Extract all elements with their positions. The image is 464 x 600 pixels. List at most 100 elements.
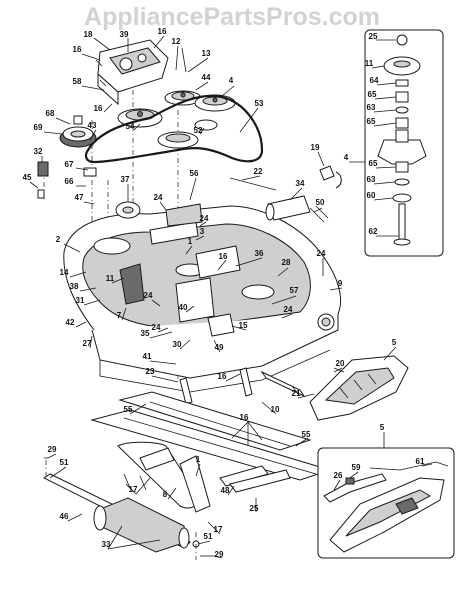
mower-deck-exploded-view [29, 29, 455, 560]
part-callout: 62 [369, 227, 378, 236]
stiffener [260, 370, 306, 398]
pto-clutch [59, 115, 97, 148]
idler-bracket [95, 39, 169, 106]
part-callout: 49 [215, 343, 224, 352]
part-callout: 16 [158, 27, 167, 36]
part-callout: 33 [102, 540, 111, 549]
part-callout: 54 [126, 122, 135, 131]
part-callout: 51 [60, 458, 69, 467]
part-callout: 30 [173, 340, 182, 349]
part-callout: 52 [194, 126, 203, 135]
pulley-center [164, 90, 202, 106]
part-callout: 8 [163, 490, 168, 499]
part-callout: 38 [70, 282, 79, 291]
part-callout: 18 [84, 30, 93, 39]
part-callout: 3 [200, 227, 205, 236]
part-callout: 4 [229, 76, 234, 85]
part-callout: 26 [334, 471, 343, 480]
part-callout: 23 [146, 367, 155, 376]
part-callout: 34 [296, 179, 305, 188]
part-callout: 24 [154, 193, 163, 202]
pulley-lower [157, 131, 199, 149]
bolt [37, 189, 45, 199]
part-callout: 29 [48, 445, 57, 454]
part-callout: 11 [106, 274, 115, 283]
part-callout: 7 [117, 311, 122, 320]
part-callout: 64 [370, 76, 379, 85]
part-callout: 24 [284, 305, 293, 314]
part-callout: 45 [23, 173, 32, 182]
part-callout: 57 [290, 286, 299, 295]
part-callout: 59 [352, 463, 361, 472]
part-callout: 25 [369, 32, 378, 41]
part-callout: 40 [179, 303, 188, 312]
gauge-wheel [115, 201, 141, 219]
part-callout: 44 [202, 73, 211, 82]
part-callout: 28 [282, 258, 291, 267]
part-callout: 25 [250, 504, 259, 513]
deck-belt [84, 94, 264, 164]
part-callout: 56 [190, 169, 199, 178]
leader-lines [29, 35, 433, 559]
part-callout: 16 [218, 372, 227, 381]
belt-guide [319, 165, 335, 181]
clip [335, 171, 342, 189]
part-callout: 9 [338, 279, 343, 288]
part-callout: 24 [152, 323, 161, 332]
part-callout: 41 [143, 352, 152, 361]
deck-support-shaft [43, 473, 200, 553]
hanger-rods [90, 391, 332, 481]
watermark: AppliancePartsPros.com [84, 3, 380, 31]
part-callout: 16 [73, 45, 82, 54]
part-callout: 24 [317, 249, 326, 258]
part-callout: 65 [367, 117, 376, 126]
part-callout: 63 [367, 103, 376, 112]
part-callout: 19 [311, 143, 320, 152]
part-callout: 58 [73, 77, 82, 86]
front-hanger [117, 441, 211, 513]
deck-rod-tube [265, 195, 311, 221]
part-callout: 42 [66, 318, 75, 327]
part-callout: 13 [202, 49, 211, 58]
part-callout: 66 [65, 177, 74, 186]
part-callout: 24 [144, 291, 153, 300]
part-callout: 36 [255, 249, 264, 258]
part-callout: 61 [416, 457, 425, 466]
part-callout: 15 [239, 321, 248, 330]
discharge-chute [309, 355, 409, 421]
part-callout: 2 [56, 235, 61, 244]
part-callout: 37 [121, 175, 130, 184]
part-callout: 5 [380, 423, 385, 432]
spindle-assembly-inset [364, 29, 444, 257]
part-callout: 17 [214, 525, 223, 534]
part-callout: 10 [271, 405, 280, 414]
part-callout: 16 [94, 104, 103, 113]
part-callout: 1 [196, 455, 201, 464]
part-callout: 55 [302, 430, 311, 439]
part-callout: 16 [240, 413, 249, 422]
part-callout: 39 [120, 30, 129, 39]
part-callout: 17 [129, 485, 138, 494]
part-callout: 48 [221, 486, 230, 495]
part-callout: 1 [188, 237, 193, 246]
part-callout: 16 [219, 252, 228, 261]
mulch-kit-inset [317, 447, 455, 559]
part-callout: 5 [392, 338, 397, 347]
part-callout: 67 [65, 160, 74, 169]
part-callout: 24 [200, 214, 209, 223]
part-callout: 31 [76, 296, 85, 305]
part-callout: 63 [367, 175, 376, 184]
part-callout: 11 [365, 59, 374, 68]
part-callout: 35 [141, 329, 150, 338]
part-callout: 47 [75, 193, 84, 202]
part-callout: 50 [316, 198, 325, 207]
stop-bracket [83, 167, 97, 177]
part-callout: 43 [88, 121, 97, 130]
part-callout: 32 [34, 147, 43, 156]
part-callout: 65 [368, 90, 377, 99]
deck-housing [63, 203, 341, 393]
part-callout: 46 [60, 512, 69, 521]
clutch-connector [37, 161, 49, 177]
part-callout: 4 [344, 153, 349, 162]
